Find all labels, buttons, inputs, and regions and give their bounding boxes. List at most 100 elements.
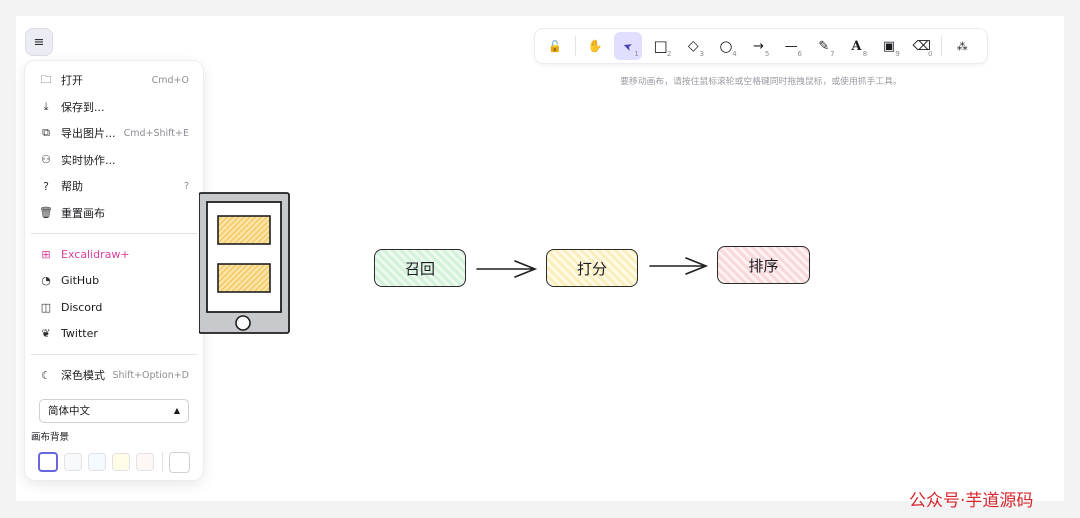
menu-item-label: Twitter	[61, 327, 98, 341]
menu-item-label: GitHub	[61, 274, 100, 288]
caret-up-icon: ▲	[173, 406, 180, 415]
menu-item-label: 打开	[61, 74, 83, 88]
hand-tool-button[interactable]: ✋	[582, 32, 610, 60]
diamond-tool-button[interactable]: ◇ 3	[679, 32, 707, 60]
canvas-background-swatches	[38, 451, 203, 473]
eraser-tool-button[interactable]: ⌫ 0	[908, 32, 936, 60]
rectangle-icon: □	[653, 37, 668, 55]
text-icon: A	[851, 38, 862, 54]
menu-item-label: 实时协作...	[61, 153, 116, 167]
canvas-hint: 要移动画布，请按住鼠标滚轮或空格键同时拖拽鼠标，或使用抓手工具。	[620, 77, 902, 87]
tablet-card-bottom	[217, 263, 271, 293]
tablet-sketch[interactable]	[199, 188, 294, 338]
download-icon: ⤓	[43, 99, 49, 113]
folder-icon: 🗀	[40, 72, 52, 86]
toolbar-divider	[574, 36, 576, 56]
menu-item-shortcut: ?	[183, 180, 189, 192]
trash-icon: 🗑	[39, 206, 53, 220]
language-select-value: 简体中文	[48, 405, 90, 417]
diamond-icon: ◇	[687, 38, 699, 54]
shapes-toolbar: 🔓 ✋ ➤ 1 □ 2 ◇ 3 ○ 4 → 5 — 6 ✎ 7 A 8 ▣ 9 …	[535, 29, 987, 63]
menu-item-shortcut: Cmd+Shift+E	[123, 127, 189, 139]
menu-item-label: 帮助	[61, 180, 83, 194]
menu-item-label: Discord	[61, 300, 103, 314]
help-icon: ?	[43, 179, 49, 193]
menu-item-label: 深色模式	[61, 369, 105, 383]
image-icon: ▣	[882, 38, 896, 54]
menu-item-shortcut: Shift+Option+D	[112, 369, 189, 381]
image-tool-button[interactable]: ▣ 9	[875, 32, 903, 60]
language-select[interactable]: 简体中文 ▲	[39, 398, 189, 423]
shortcut-key: 5	[764, 50, 770, 58]
menu-divider	[31, 354, 197, 355]
shortcut-key: 1	[634, 50, 639, 58]
library-tool-button[interactable]: ⁂	[948, 32, 976, 60]
shortcut-key: 9	[895, 50, 900, 58]
pencil-icon: ✎	[818, 38, 830, 54]
lock-tool-button[interactable]: 🔓	[541, 32, 569, 60]
selection-tool-button[interactable]: ➤ 1	[614, 32, 642, 60]
background-swatch-blue[interactable]	[88, 453, 106, 471]
main-menu-button[interactable]: ≡	[25, 28, 53, 56]
rectangle-tool-button[interactable]: □ 2	[647, 32, 675, 60]
menu-item-live-collaboration[interactable]: ⚇ 实时协作...	[25, 147, 203, 174]
diagram-node-score[interactable]: 打分	[546, 249, 638, 287]
users-icon: ⚇	[41, 153, 51, 167]
cursor-icon: ➤	[621, 38, 635, 54]
background-swatch-yellow[interactable]	[112, 453, 130, 471]
swatch-divider	[162, 452, 163, 472]
background-swatch-gray[interactable]	[64, 453, 82, 471]
line-tool-button[interactable]: — 6	[777, 32, 805, 60]
ellipse-icon: ○	[719, 37, 733, 55]
menu-item-save-to[interactable]: ⤓ 保存到...	[25, 94, 203, 121]
main-menu: 🗀 打开 Cmd+O ⤓ 保存到... ⧉ 导出图片... Cmd+Shift+…	[25, 61, 203, 480]
menu-divider	[31, 233, 197, 234]
tablet-home-button	[235, 315, 251, 331]
export-image-icon: ⧉	[42, 126, 50, 140]
custom-color-swatch[interactable]	[169, 451, 190, 473]
menu-item-dark-mode[interactable]: ☾ 深色模式 Shift+Option+D	[25, 362, 203, 389]
shapes-library-icon: ⁂	[956, 39, 968, 53]
menu-item-label: Excalidraw+	[61, 247, 130, 261]
watermark: 公众号·芋道源码	[909, 491, 1034, 511]
twitter-icon: ❦	[41, 327, 51, 341]
node-label: 排序	[748, 256, 779, 275]
menu-item-label: 保存到...	[61, 100, 105, 114]
text-tool-button[interactable]: A 8	[843, 32, 871, 60]
menu-item-open[interactable]: 🗀 打开 Cmd+O	[25, 67, 203, 94]
shortcut-key: 7	[830, 50, 835, 58]
menu-link-discord[interactable]: ◫ Discord	[25, 294, 203, 321]
eraser-icon: ⌫	[912, 38, 931, 54]
shortcut-key: 2	[666, 50, 672, 58]
discord-icon: ◫	[40, 300, 52, 314]
menu-link-excalidraw-plus[interactable]: ⊞ Excalidraw+	[25, 241, 203, 268]
tablet-card-top	[217, 215, 271, 245]
github-icon: ◔	[41, 274, 51, 288]
node-label: 召回	[404, 259, 435, 278]
moon-icon: ☾	[41, 368, 51, 382]
menu-item-export-image[interactable]: ⧉ 导出图片... Cmd+Shift+E	[25, 120, 203, 147]
unlock-icon: 🔓	[547, 39, 562, 53]
menu-item-reset-canvas[interactable]: 🗑 重置画布	[25, 200, 203, 227]
shortcut-key: 6	[797, 50, 802, 58]
menu-link-github[interactable]: ◔ GitHub	[25, 268, 203, 295]
shortcut-key: 0	[927, 50, 933, 58]
menu-item-shortcut: Cmd+O	[151, 74, 189, 86]
background-swatch-pink[interactable]	[136, 453, 154, 471]
draw-tool-button[interactable]: ✎ 7	[810, 32, 838, 60]
shortcut-key: 8	[862, 50, 868, 58]
shortcut-key: 4	[732, 50, 737, 58]
diagram-node-recall[interactable]: 召回	[374, 249, 466, 287]
shortcut-key: 3	[699, 50, 705, 58]
menu-link-twitter[interactable]: ❦ Twitter	[25, 321, 203, 348]
hand-icon: ✋	[587, 39, 603, 53]
background-swatch-white[interactable]	[38, 452, 58, 472]
diagram-node-rank[interactable]: 排序	[717, 246, 810, 284]
arrow-tool-button[interactable]: → 5	[745, 32, 773, 60]
line-icon: —	[784, 38, 798, 54]
toolbar-divider	[941, 36, 943, 56]
menu-item-help[interactable]: ? 帮助 ?	[25, 173, 203, 200]
ellipse-tool-button[interactable]: ○ 4	[712, 32, 740, 60]
hamburger-icon: ≡	[33, 34, 45, 50]
canvas-background-label: 画布背景	[31, 431, 70, 443]
